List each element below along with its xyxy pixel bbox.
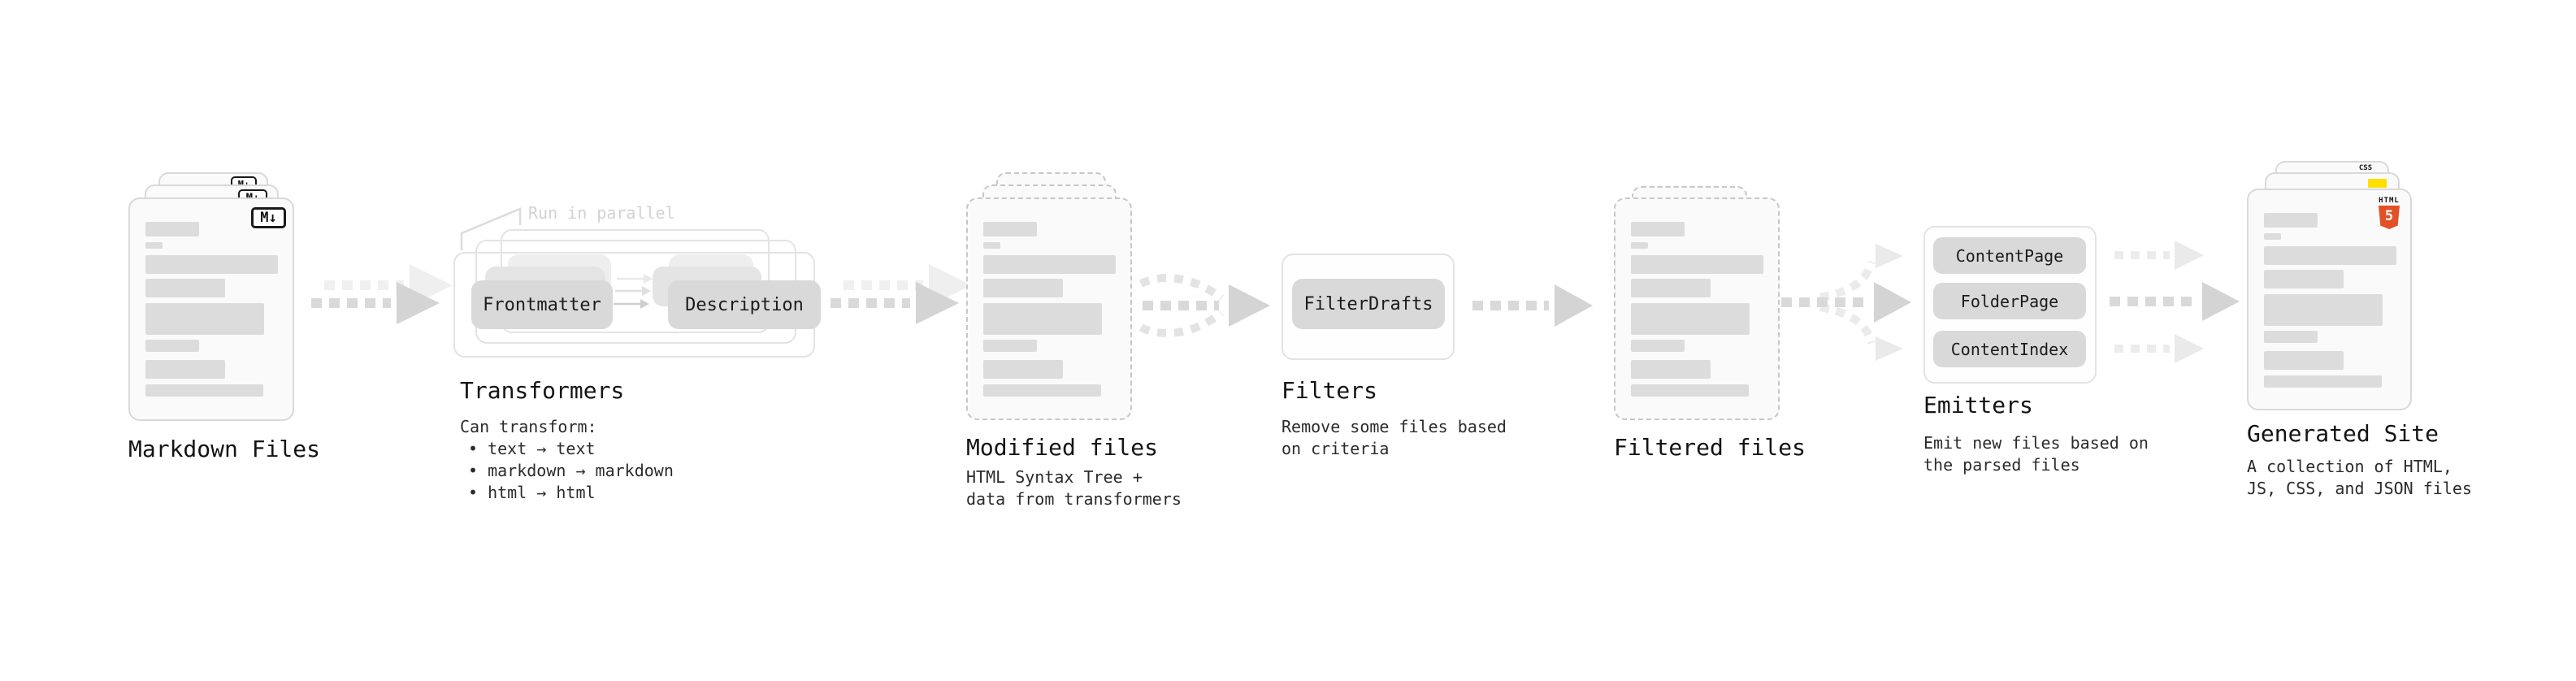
text-skeleton-bar xyxy=(1631,222,1685,236)
text-skeleton-bar xyxy=(1631,360,1711,379)
generated-file-card-front: HTML 5 xyxy=(2247,189,2412,410)
modified-file-card-front xyxy=(966,197,1132,420)
folder-page-chip: FolderPage xyxy=(1933,283,2086,319)
text-skeleton-bar xyxy=(145,255,278,274)
text-skeleton-bar xyxy=(983,360,1063,379)
modified-files-description: HTML Syntax Tree + data from transformer… xyxy=(966,467,1182,509)
transformers-bullet-2: markdown → markdown xyxy=(488,461,674,480)
filtered-file-card-front xyxy=(1614,197,1780,420)
markdown-icon: M↓ xyxy=(251,207,286,228)
text-skeleton-bar xyxy=(145,340,199,352)
filter-drafts-chip: FilterDrafts xyxy=(1292,279,1445,329)
text-skeleton-bar xyxy=(983,340,1037,352)
transformers-bullet-3: html → html xyxy=(488,483,596,502)
text-skeleton-bar xyxy=(145,303,264,335)
text-skeleton-bar xyxy=(145,384,263,397)
text-skeleton-bar xyxy=(983,222,1037,236)
bullet-icon: • xyxy=(468,483,479,502)
text-skeleton-bar xyxy=(1631,303,1750,335)
text-skeleton-bar xyxy=(2264,351,2344,370)
markdown-files-label: Markdown Files xyxy=(128,436,321,462)
text-skeleton-bar xyxy=(1631,384,1749,397)
transformers-description-intro: Can transform: xyxy=(460,417,597,436)
generated-site-description: A collection of HTML, JS, CSS, and JSON … xyxy=(2247,457,2472,498)
filtered-files-label: Filtered files xyxy=(1614,434,1806,461)
text-skeleton-bar xyxy=(2264,213,2318,228)
text-skeleton-bar xyxy=(2264,270,2344,288)
text-skeleton-bar xyxy=(2264,294,2383,326)
transformer-source-chip: Frontmatter xyxy=(471,280,613,329)
filters-description: Remove some files based on criteria xyxy=(1281,417,1507,458)
arrow-emitters-to-generated-top xyxy=(2114,241,2204,270)
text-skeleton-bar xyxy=(2264,331,2318,343)
html5-icon: HTML 5 xyxy=(2378,197,2400,229)
transformers-title: Transformers xyxy=(460,377,625,404)
transformer-chip-arrows xyxy=(614,274,653,309)
emitters-description: Emit new files based on the parsed files xyxy=(1923,433,2149,475)
javascript-icon xyxy=(2368,179,2387,188)
bullet-icon: • xyxy=(468,461,479,480)
text-skeleton-bar xyxy=(983,303,1102,335)
text-skeleton-bar xyxy=(2264,233,2281,240)
text-skeleton-bar xyxy=(2264,375,2382,388)
text-skeleton-bar xyxy=(2264,246,2396,265)
markdown-file-card-front: M↓ xyxy=(128,197,294,421)
text-skeleton-bar xyxy=(983,384,1101,397)
text-skeleton-bar xyxy=(1631,242,1648,249)
transformers-description: Can transform: • text → text • markdown … xyxy=(460,416,674,504)
content-index-chip: ContentIndex xyxy=(1933,331,2086,367)
text-skeleton-bar xyxy=(145,279,225,297)
transformers-bullet-1: text → text xyxy=(488,439,596,458)
arrow-transformers-to-modified xyxy=(830,282,959,324)
text-skeleton-bar xyxy=(145,360,225,379)
text-skeleton-bar xyxy=(1631,279,1711,297)
emitters-title: Emitters xyxy=(1923,392,2033,419)
generated-site-label: Generated Site xyxy=(2247,420,2439,447)
text-skeleton-bar xyxy=(983,242,1000,249)
transformer-target-chip: Description xyxy=(668,280,821,329)
arrow-emitters-to-generated-middle xyxy=(2110,282,2240,321)
text-skeleton-bar xyxy=(983,279,1063,297)
text-skeleton-bar xyxy=(145,222,199,236)
text-skeleton-bar xyxy=(983,255,1116,274)
filters-title: Filters xyxy=(1281,377,1378,404)
arrow-filtered-to-emitters xyxy=(1781,244,1911,361)
text-skeleton-bar xyxy=(145,242,163,249)
text-skeleton-bar xyxy=(1631,255,1763,274)
run-in-parallel-label: Run in parallel xyxy=(528,203,675,223)
bullet-icon: • xyxy=(468,439,479,458)
arrow-markdown-to-transformers xyxy=(311,282,440,324)
arrow-emitters-to-generated-bottom xyxy=(2114,334,2204,363)
arrow-modified-to-filters xyxy=(1138,274,1270,337)
content-page-chip: ContentPage xyxy=(1933,237,2086,274)
run-in-parallel-leader-line xyxy=(460,207,522,250)
text-skeleton-bar xyxy=(1631,340,1685,352)
arrow-filters-to-filtered xyxy=(1472,284,1593,327)
modified-files-label: Modified files xyxy=(966,434,1159,461)
